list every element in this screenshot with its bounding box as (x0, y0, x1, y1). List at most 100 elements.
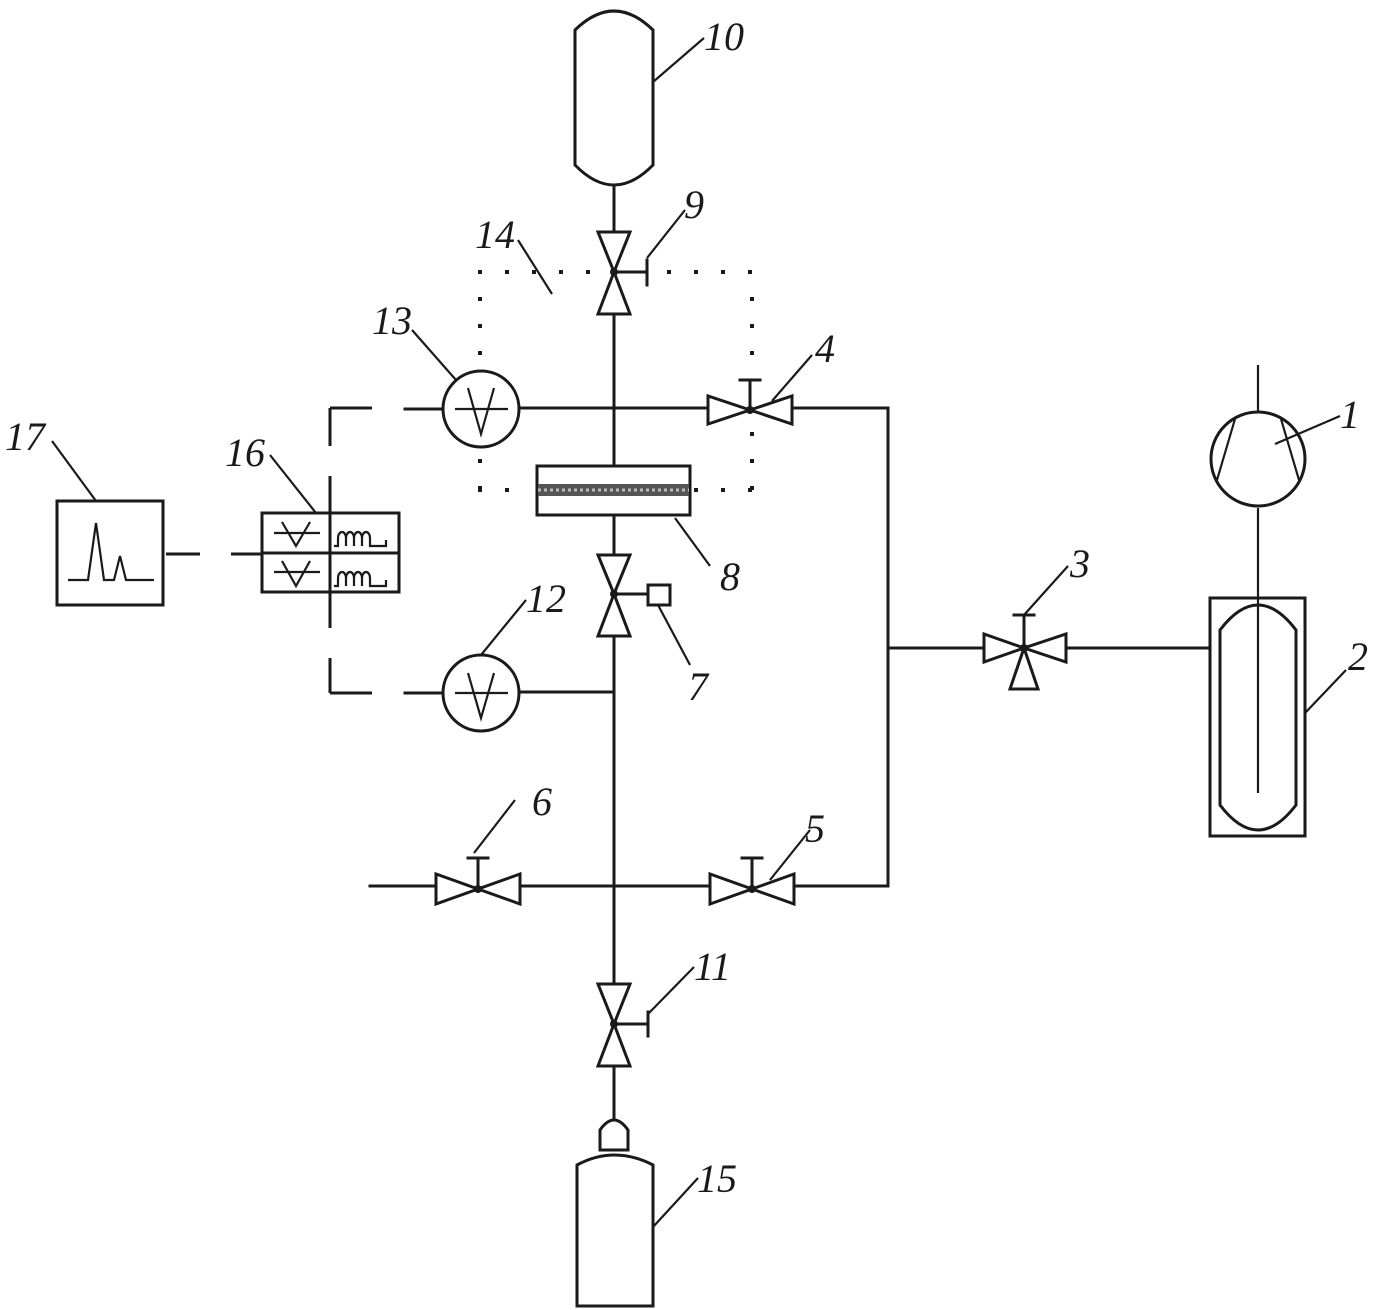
zone-14-dot (750, 351, 754, 355)
valve-5-left (708, 871, 757, 907)
valve-7-lower (595, 589, 633, 638)
leader-9 (646, 209, 686, 259)
label-12: 12 (526, 576, 566, 621)
zone-14-dot (505, 488, 509, 492)
label-11: 11 (694, 944, 731, 989)
valve-9-upper (595, 230, 633, 277)
amp-v-icon (281, 521, 311, 549)
valve-5 (708, 856, 796, 907)
label-13: 13 (372, 298, 412, 343)
valve-4-hub (746, 406, 754, 414)
valve-7 (595, 553, 672, 638)
recorder-17-body (55, 499, 165, 607)
label-1: 1 (1340, 392, 1360, 437)
valve-3-hub (1020, 644, 1028, 652)
zone-14-dot (694, 488, 698, 492)
leader-3 (1023, 565, 1069, 616)
zone-14-dot (478, 459, 482, 463)
coil-icon (334, 570, 388, 588)
zone-14-dot (667, 270, 671, 274)
pump-1-vane-right (1279, 418, 1301, 481)
valve-3-right (1019, 631, 1068, 665)
valve-4-right (745, 393, 794, 427)
valve-9-lower (595, 267, 633, 316)
sensor-12-v-icon (466, 672, 496, 722)
leader-7 (657, 604, 691, 666)
leader-6 (473, 799, 516, 854)
leader-8 (674, 517, 711, 567)
label-14: 14 (475, 212, 515, 257)
valve-6 (434, 856, 522, 907)
valve-9 (595, 230, 649, 316)
leader-17 (51, 440, 97, 502)
zone-14-dot (750, 297, 754, 301)
chromatogram-peaks-icon (68, 522, 154, 582)
zone-14-dot (750, 459, 754, 463)
recorder-17 (55, 499, 165, 607)
label-2: 2 (1348, 634, 1368, 679)
leader-16 (269, 454, 317, 514)
valve-5-right (747, 871, 796, 907)
sensor-13-v-icon (466, 387, 496, 439)
pipelines (368, 183, 1260, 1120)
valve-11-lower (595, 1019, 633, 1068)
zone-14-dot (748, 270, 752, 274)
leader-2 (1305, 669, 1347, 713)
zone-14-dot (532, 270, 536, 274)
zone-14-dot (750, 486, 754, 490)
cylinder-15-valve-cap (598, 1118, 630, 1152)
zone-14-dot (750, 324, 754, 328)
zone-14-dot (478, 324, 482, 328)
label-17: 17 (5, 414, 47, 459)
zone-14-dot (505, 270, 509, 274)
leader-15 (652, 1177, 699, 1228)
valve-6-right (473, 871, 522, 907)
zone-14-dot (478, 486, 482, 490)
label-3: 3 (1069, 541, 1090, 586)
pump-1-vane-left (1215, 418, 1237, 481)
zone-14-dot (750, 432, 754, 436)
label-15: 15 (697, 1156, 737, 1201)
valve-11-upper (595, 982, 633, 1029)
label-9: 9 (684, 182, 704, 227)
valve-6-hub (474, 885, 482, 893)
label-4: 4 (815, 326, 835, 371)
label-8: 8 (720, 554, 740, 599)
valve-5-hub (748, 885, 756, 893)
leader-4 (771, 354, 813, 402)
label-6: 6 (532, 779, 552, 824)
dewar-2 (1208, 596, 1307, 838)
valve-4 (706, 378, 794, 427)
thermostat-zone-14 (478, 270, 754, 492)
leader-13 (411, 329, 457, 381)
coil-icon (334, 530, 388, 548)
label-16: 16 (225, 430, 265, 475)
valve-11 (595, 982, 650, 1068)
label-10: 10 (704, 14, 744, 59)
zone-14-dot (586, 270, 590, 274)
zone-14-dot (721, 270, 725, 274)
converter-16 (260, 511, 401, 594)
zone-14-dot (721, 488, 725, 492)
leader-12 (480, 599, 527, 656)
valve-6-left (434, 871, 483, 907)
leader-14 (517, 239, 553, 295)
pump-1-body (1209, 410, 1307, 508)
valve-3-bottom (1007, 643, 1041, 691)
valve-9-hub (610, 268, 618, 276)
converter-16-row-1 (274, 521, 388, 549)
zone-14-dot (478, 270, 482, 274)
leader-5 (769, 829, 811, 881)
leader-11 (647, 966, 695, 1015)
leader-1 (1274, 414, 1341, 446)
component-labels: 1 2 3 4 5 6 7 8 9 10 11 12 13 14 15 16 1… (5, 14, 1368, 1201)
pressure-sensor-13 (403, 369, 521, 449)
zone-14-dot (478, 297, 482, 301)
valve-7-hub (610, 590, 618, 598)
valve-7-actuator-icon (646, 583, 672, 607)
label-5: 5 (805, 806, 825, 851)
amp-v-icon (281, 560, 311, 589)
zone-14-dot (559, 270, 563, 274)
valve-4-left (706, 393, 755, 427)
